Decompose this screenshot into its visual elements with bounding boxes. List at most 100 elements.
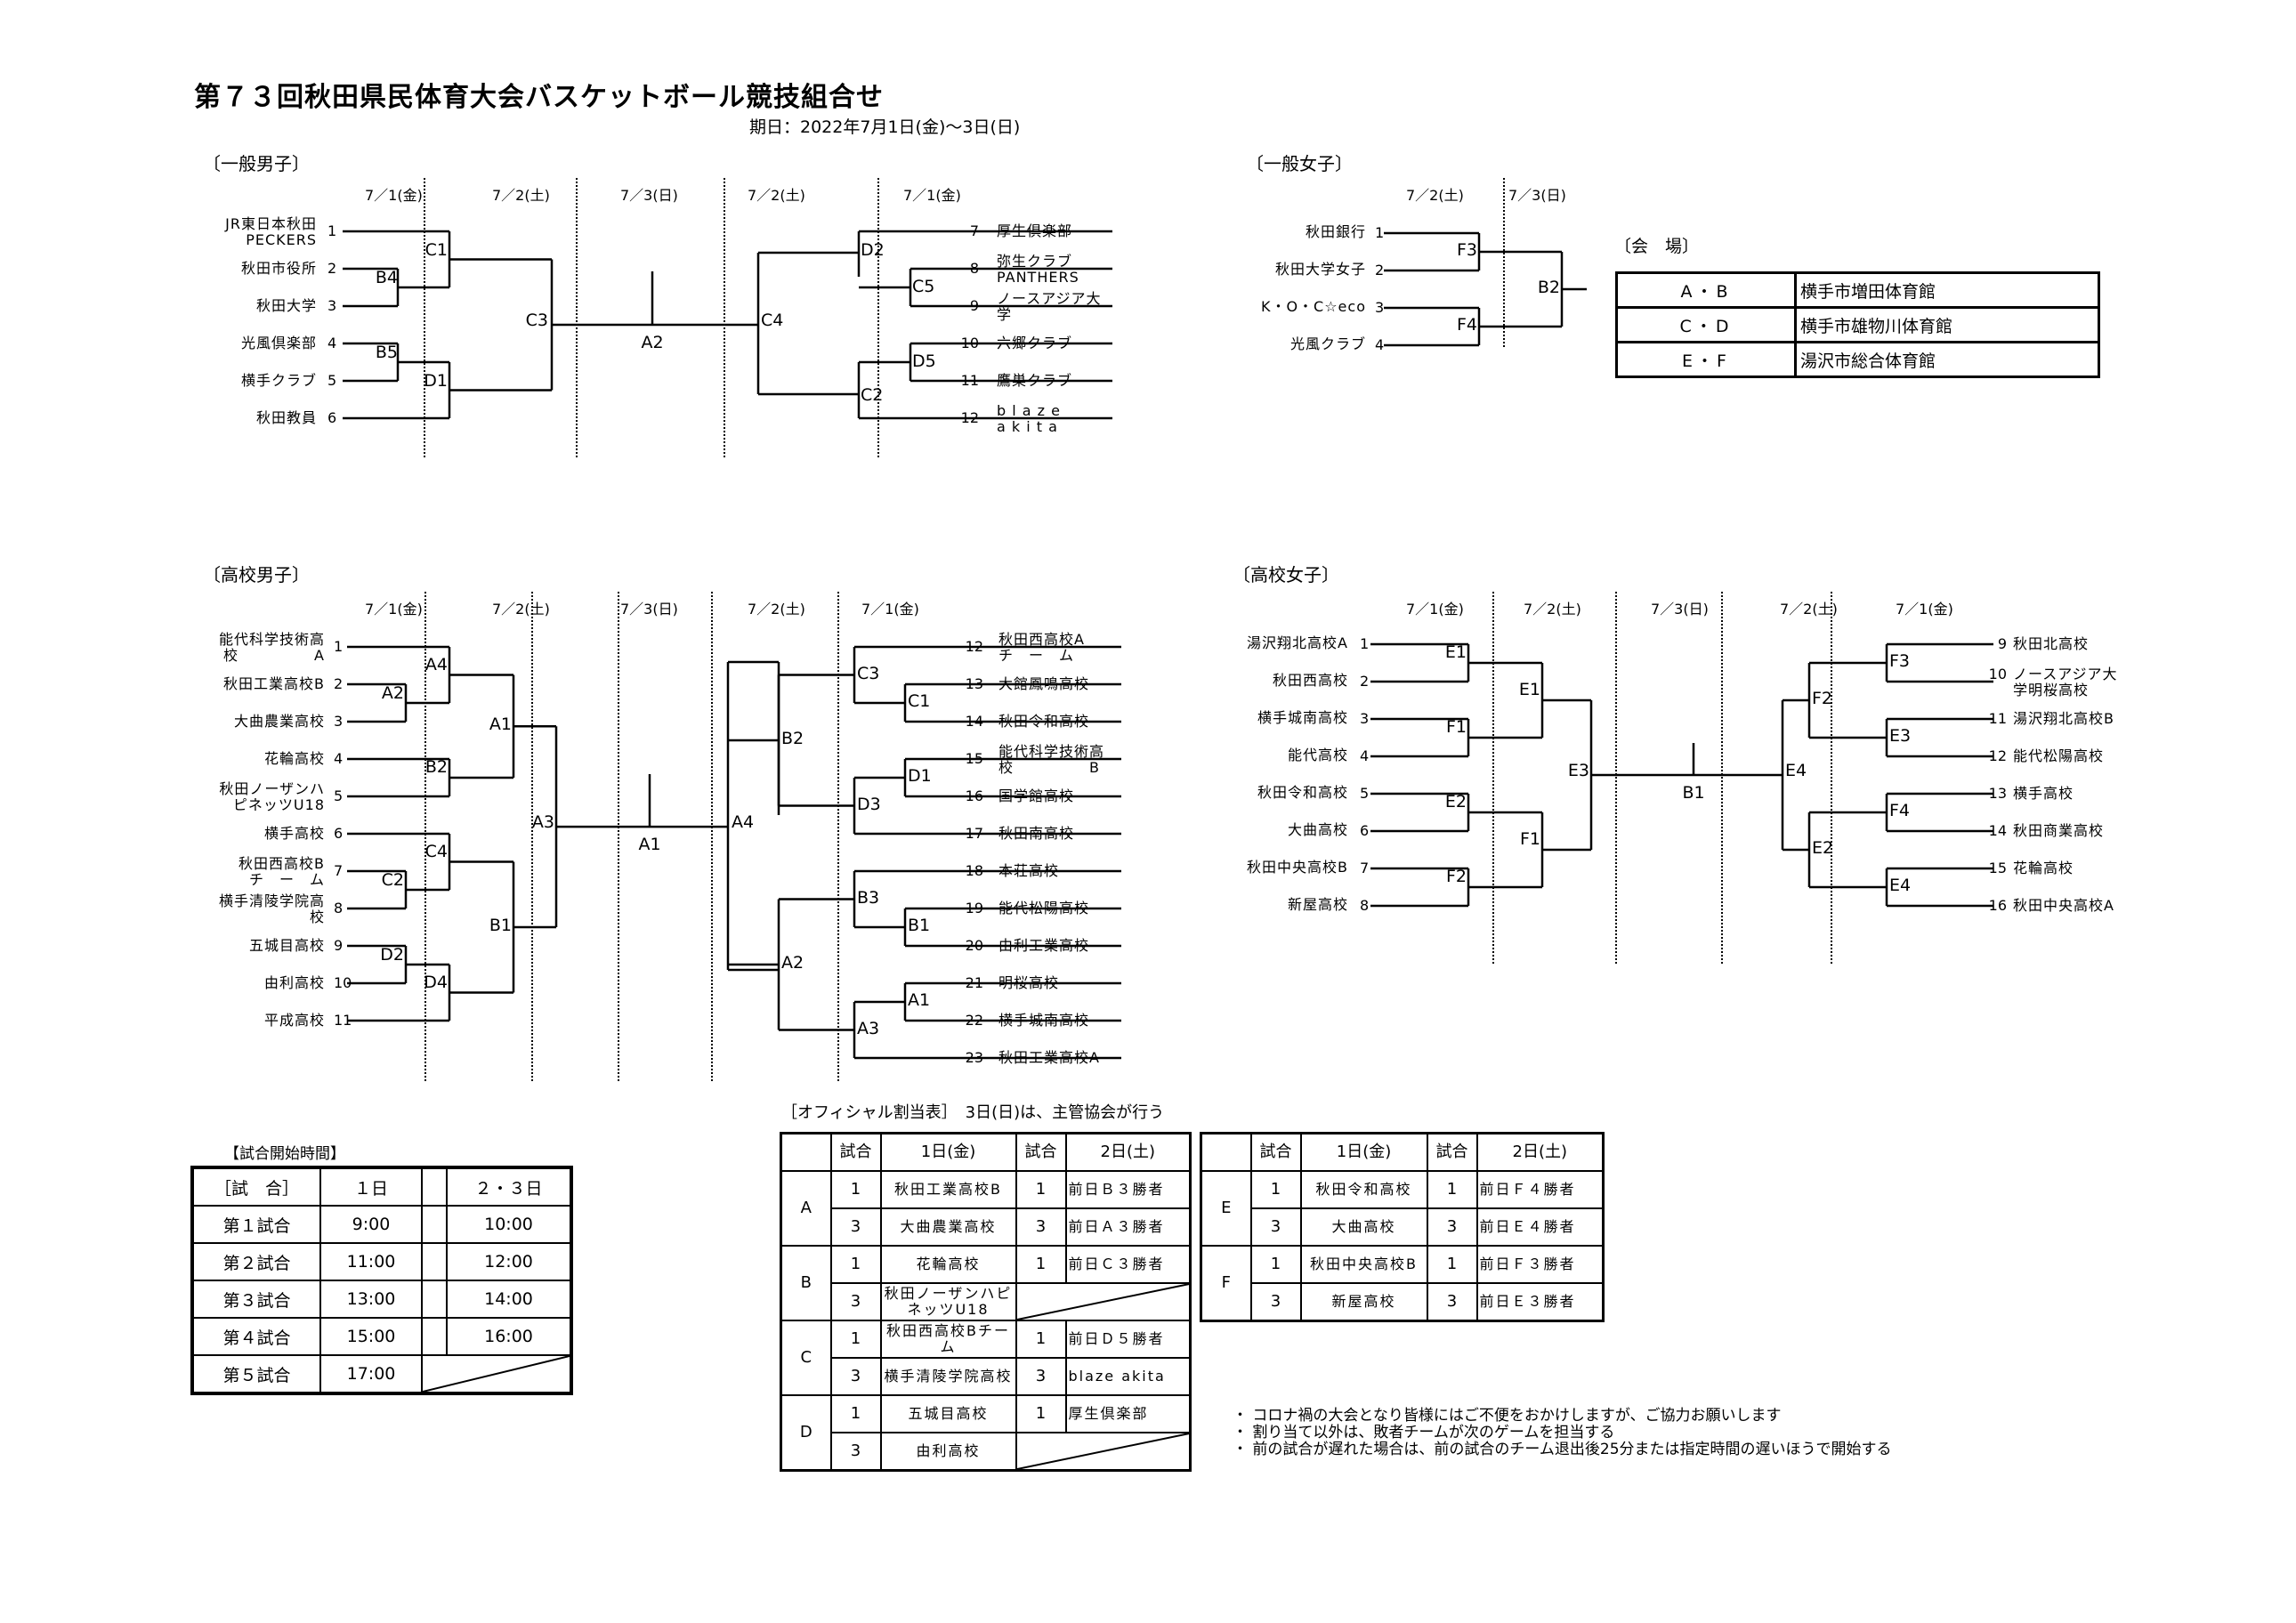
team-name: 由利高校 (263, 974, 325, 991)
match-label: B1 (489, 916, 512, 935)
day1-assignment: 秋田中央高校B (1299, 1245, 1428, 1284)
match-label: D3 (857, 794, 881, 814)
day1-assignment: 秋田ノーザンハピネッツU18 (879, 1282, 1017, 1321)
day2-assignment: 厚生倶楽部 (1064, 1394, 1192, 1433)
team-name: 秋田西高校A (998, 631, 1085, 648)
court-label: E (1200, 1170, 1252, 1247)
game-number: 3 (1249, 1207, 1302, 1247)
match-label: D4 (424, 972, 448, 992)
team-name: 能代科学技術高 (218, 631, 325, 648)
team-name: 花輪高校 (263, 750, 325, 767)
day2-assignment: 前日Ａ３勝者 (1064, 1207, 1192, 1247)
match-label: A1 (908, 990, 931, 1010)
match-label: A4 (732, 812, 755, 833)
section-title-general-men: 〔一般男子〕 (203, 153, 310, 174)
team-seed: 1 (1360, 635, 1370, 652)
team-name: 国学館高校 (998, 787, 1075, 804)
team-name: 横手高校 (263, 825, 325, 842)
venue-courts: E・F (1615, 341, 1797, 378)
team-name: 大曲高校 (1287, 821, 1348, 838)
team-name: 秋田北高校 (2013, 635, 2090, 652)
team-name: 厚生倶楽部 (997, 222, 1073, 239)
team-name: 秋田中央高校A (2013, 897, 2114, 914)
team-seed: 20 (965, 937, 983, 954)
date-header: 7／2(土) (492, 601, 550, 618)
date-header: 7／2(土) (492, 187, 550, 204)
team-name: 六郷クラブ (997, 335, 1073, 351)
time-day1: 9:00 (319, 1205, 423, 1244)
venue-name: 横手市増田体育館 (1794, 271, 2100, 309)
team-name-line2: a k i t a (997, 418, 1058, 435)
match-label: F1 (1445, 717, 1467, 737)
team-seed: 8 (334, 900, 344, 916)
team-seed: 1 (327, 222, 337, 239)
team-name: 秋田教員 (255, 409, 317, 426)
team-name: 能代松陽高校 (998, 900, 1090, 916)
team-seed: 14 (965, 713, 983, 730)
game-number: 3 (1015, 1357, 1067, 1396)
team-seed: 4 (1375, 336, 1385, 353)
match-label: C2 (861, 385, 884, 405)
team-name: 秋田令和高校 (1257, 784, 1348, 801)
game-number: 3 (829, 1432, 882, 1472)
section-title-hs-men: 〔高校男子〕 (203, 564, 310, 585)
court-label: F (1200, 1245, 1252, 1322)
officials-header-cell (1200, 1132, 1252, 1172)
empty-slash-cell (1015, 1432, 1192, 1472)
team-seed: 5 (327, 372, 337, 389)
team-seed: 4 (334, 750, 344, 767)
team-seed: 16 (965, 787, 983, 804)
team-seed: 12 (1988, 747, 2007, 764)
date-header: 7／1(金) (903, 187, 961, 204)
team-name: ノースアジア大 (2013, 666, 2118, 682)
day1-assignment: 大曲高校 (1299, 1207, 1428, 1247)
team-seed: 3 (327, 297, 337, 314)
match-label: A1 (638, 835, 661, 855)
game-number: 第３試合 (191, 1280, 321, 1319)
team-name: 五城目高校 (248, 937, 325, 954)
team-name: 秋田南高校 (998, 825, 1075, 842)
team-name: 鷹巣クラブ (997, 372, 1073, 389)
match-label: E1 (1444, 642, 1467, 662)
match-label: B1 (1682, 783, 1705, 803)
game-number: 1 (829, 1170, 882, 1209)
team-seed: 6 (1360, 822, 1370, 839)
empty-slash-cell (421, 1354, 572, 1394)
team-name-line2: 校 A (223, 647, 325, 664)
notes: ・ コロナ禍の大会となり皆様にはご不便をおかけしますが、ご協力お願いします ・ … (1233, 1408, 1892, 1458)
team-seed: 22 (965, 1012, 983, 1029)
team-name: 大曲農業高校 (233, 713, 325, 730)
team-name: 花輪高校 (2013, 860, 2074, 876)
team-name: b l a z e (997, 402, 1061, 419)
day2-assignment: 前日Ｆ４勝者 (1475, 1170, 1605, 1209)
day2-assignment: 前日Ｃ３勝者 (1064, 1245, 1192, 1284)
team-name: 湯沢翔北高校A (1247, 634, 1348, 651)
date-header: 7／2(土) (1524, 601, 1581, 618)
date-header: 7／3(日) (620, 187, 678, 204)
team-name: 秋田西高校 (1272, 672, 1348, 689)
officials-label: ［オフィシャル割当表］ 3日(日)は、主管協会が行う (781, 1103, 1165, 1122)
game-number: 第２試合 (191, 1242, 321, 1281)
date-header: 7／1(金) (365, 601, 423, 618)
match-label: D1 (424, 370, 448, 391)
date-header: 7／1(金) (365, 187, 423, 204)
match-label: B2 (424, 757, 448, 777)
game-number: 3 (1015, 1207, 1067, 1247)
game-number: 1 (1249, 1170, 1302, 1209)
game-number: 3 (829, 1207, 882, 1247)
officials-header-cell: 試合 (1015, 1132, 1067, 1172)
match-label: C3 (525, 311, 548, 330)
match-label: B4 (375, 268, 398, 287)
team-name-line2: 学明桜高校 (2013, 682, 2090, 698)
